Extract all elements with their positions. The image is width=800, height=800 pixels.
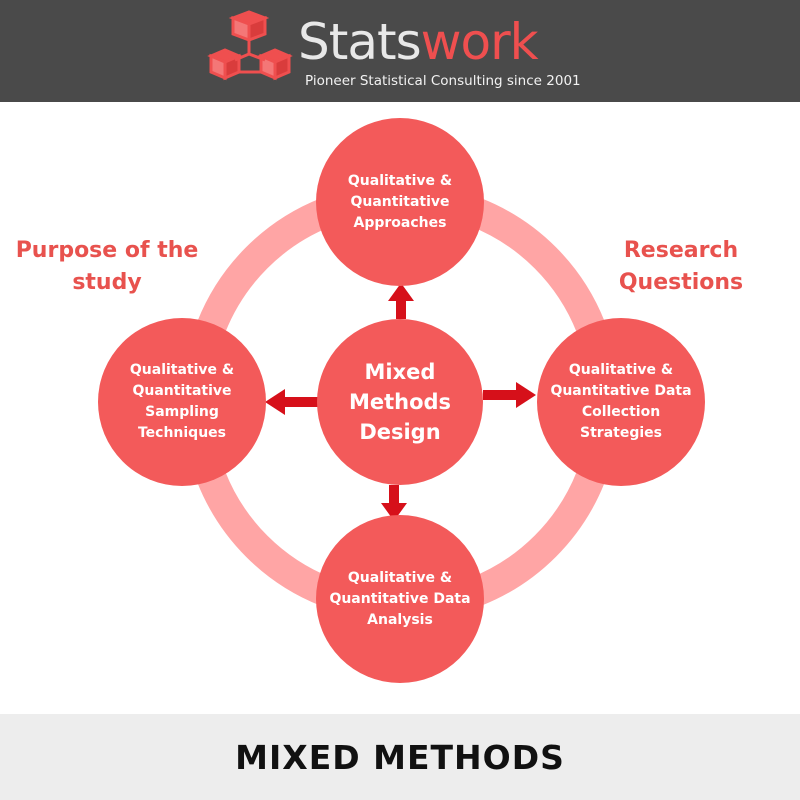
arrow-up — [388, 283, 414, 319]
node-sampling-label: Qualitative & Quantitative Sampling Tech… — [129, 362, 235, 441]
arrow-right — [483, 382, 536, 408]
cubes-logo-icon — [207, 10, 293, 81]
footer-title: MIXED METHODS — [235, 737, 565, 777]
node-data-collection-label: Qualitative & Quantitative Data Collecti… — [550, 362, 692, 441]
arrow-down — [381, 485, 407, 521]
center-node-label: Mixed Methods Design — [348, 360, 452, 444]
node-mixed-methods-design: Mixed Methods Design — [317, 319, 483, 485]
node-data-collection: Qualitative & Quantitative Data Collecti… — [537, 318, 705, 486]
node-data-analysis: Qualitative & Quantitative Data Analysis — [316, 515, 484, 683]
brand-tagline: Pioneer Statistical Consulting since 200… — [305, 73, 581, 89]
purpose-of-study-label: Purpose of the study — [15, 238, 199, 295]
brand-name-part2: work — [420, 13, 539, 71]
arrows — [265, 283, 536, 521]
research-questions-label: Research Questions — [618, 238, 744, 295]
header-banner: Statswork Pioneer Statistical Consulting… — [0, 0, 800, 102]
node-sampling-techniques: Qualitative & Quantitative Sampling Tech… — [98, 318, 266, 486]
node-approaches-label: Qualitative & Quantitative Approaches — [347, 172, 453, 231]
brand-name: Statswork — [298, 13, 539, 71]
brand-name-part1: Stats — [298, 13, 422, 71]
node-approaches: Qualitative & Quantitative Approaches — [316, 118, 484, 286]
arrow-left — [265, 389, 318, 415]
footer-banner: MIXED METHODS — [0, 714, 800, 800]
node-data-analysis-label: Qualitative & Quantitative Data Analysis — [329, 569, 471, 628]
